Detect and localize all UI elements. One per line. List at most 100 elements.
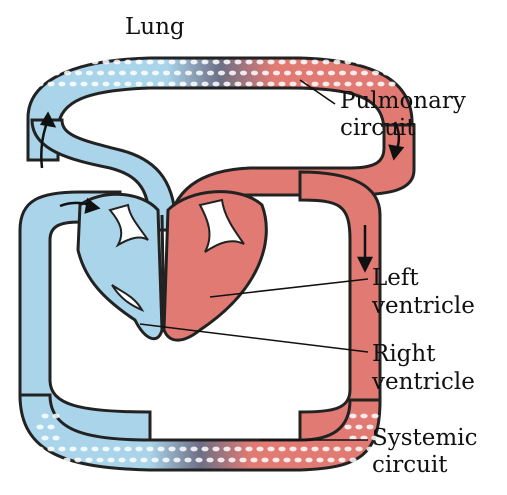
capillary-cell: [102, 60, 109, 65]
capillary-cell: [102, 82, 109, 87]
capillary-cell: [234, 82, 241, 87]
capillary-cell: [119, 71, 126, 76]
capillary-cell: [294, 458, 301, 463]
lung-label: Lung: [125, 14, 185, 41]
capillary-cell: [223, 447, 230, 452]
capillary-cell: [190, 82, 197, 87]
capillary-cell: [377, 60, 384, 65]
capillary-cell: [223, 60, 230, 65]
capillary-cell: [245, 60, 252, 65]
capillary-cell: [360, 458, 367, 463]
capillary-cell: [383, 71, 390, 76]
capillary-cell: [135, 82, 142, 87]
capillary-cell: [97, 71, 104, 76]
capillary-cell: [228, 458, 235, 463]
capillary-cell: [322, 60, 329, 65]
capillary-cell: [135, 447, 142, 452]
capillary-cell: [311, 60, 318, 65]
capillary-cell: [272, 458, 279, 463]
capillary-cell: [366, 82, 373, 87]
capillary-cell: [146, 82, 153, 87]
capillary-cell: [349, 414, 356, 419]
capillary-cell: [207, 71, 214, 76]
capillary-cell: [52, 458, 59, 463]
capillary-cell: [206, 458, 213, 463]
capillary-cell: [338, 458, 345, 463]
capillary-cell: [96, 458, 103, 463]
capillary-cell: [91, 447, 98, 452]
capillary-cell: [130, 71, 137, 76]
capillary-cell: [74, 458, 81, 463]
capillary-cell: [223, 82, 230, 87]
capillary-cell: [53, 71, 60, 76]
capillary-cell: [157, 60, 164, 65]
capillary-cell: [262, 71, 269, 76]
capillary-cell: [278, 447, 285, 452]
capillary-cell: [333, 82, 340, 87]
capillary-cell: [64, 71, 71, 76]
capillary-cell: [212, 82, 219, 87]
capillary-cell: [229, 71, 236, 76]
capillary-cell: [118, 458, 125, 463]
capillary-cell: [41, 414, 48, 419]
capillary-cell: [289, 82, 296, 87]
capillary-cell: [355, 447, 362, 452]
pulmonary-circuit-label-line2: circuit: [340, 115, 416, 142]
capillary-cell: [256, 60, 263, 65]
capillary-cell: [218, 71, 225, 76]
capillary-cell: [157, 447, 164, 452]
capillary-cell: [47, 425, 54, 430]
capillary-cell: [152, 71, 159, 76]
capillary-cell: [355, 82, 362, 87]
capillary-cell: [201, 82, 208, 87]
capillary-cell: [157, 82, 164, 87]
capillary-cell: [316, 458, 323, 463]
capillary-cell: [349, 458, 356, 463]
capillary-cell: [135, 60, 142, 65]
capillary-cell: [163, 71, 170, 76]
capillary-cell: [405, 71, 412, 76]
capillary-cell: [300, 447, 307, 452]
capillary-cell: [333, 60, 340, 65]
systemic-circuit-label-line2: circuit: [372, 452, 448, 479]
capillary-cell: [173, 458, 180, 463]
capillary-cell: [52, 436, 59, 441]
capillary-cell: [42, 71, 49, 76]
capillary-cell: [350, 71, 357, 76]
left-ventricle-label-line2: ventricle: [372, 293, 475, 320]
capillary-cell: [234, 60, 241, 65]
capillary-cell: [41, 458, 48, 463]
capillary-cell: [36, 60, 43, 65]
heart: [78, 192, 266, 341]
capillary-cell: [360, 414, 367, 419]
capillary-cell: [240, 71, 247, 76]
capillary-cell: [273, 71, 280, 76]
capillary-cell: [58, 447, 65, 452]
capillary-cell: [339, 71, 346, 76]
pulmonary-circuit-label-line1: Pulmonary: [340, 88, 466, 115]
capillary-cell: [36, 447, 43, 452]
capillary-cell: [41, 436, 48, 441]
capillary-cell: [217, 458, 224, 463]
capillary-cell: [146, 447, 153, 452]
septum: [162, 215, 164, 332]
capillary-cell: [69, 82, 76, 87]
capillary-cell: [250, 458, 257, 463]
capillary-cell: [162, 458, 169, 463]
capillary-cell: [140, 458, 147, 463]
capillary-cell: [52, 414, 59, 419]
capillary-cell: [267, 82, 274, 87]
capillary-cell: [168, 60, 175, 65]
capillary-cell: [322, 447, 329, 452]
capillary-cell: [107, 458, 114, 463]
capillary-cell: [201, 447, 208, 452]
capillary-cell: [366, 60, 373, 65]
capillary-cell: [58, 82, 65, 87]
capillary-cell: [261, 458, 268, 463]
capillary-cell: [168, 82, 175, 87]
capillary-cell: [333, 447, 340, 452]
capillary-cell: [69, 60, 76, 65]
capillary-cell: [184, 458, 191, 463]
capillary-cell: [179, 447, 186, 452]
capillary-cell: [256, 82, 263, 87]
